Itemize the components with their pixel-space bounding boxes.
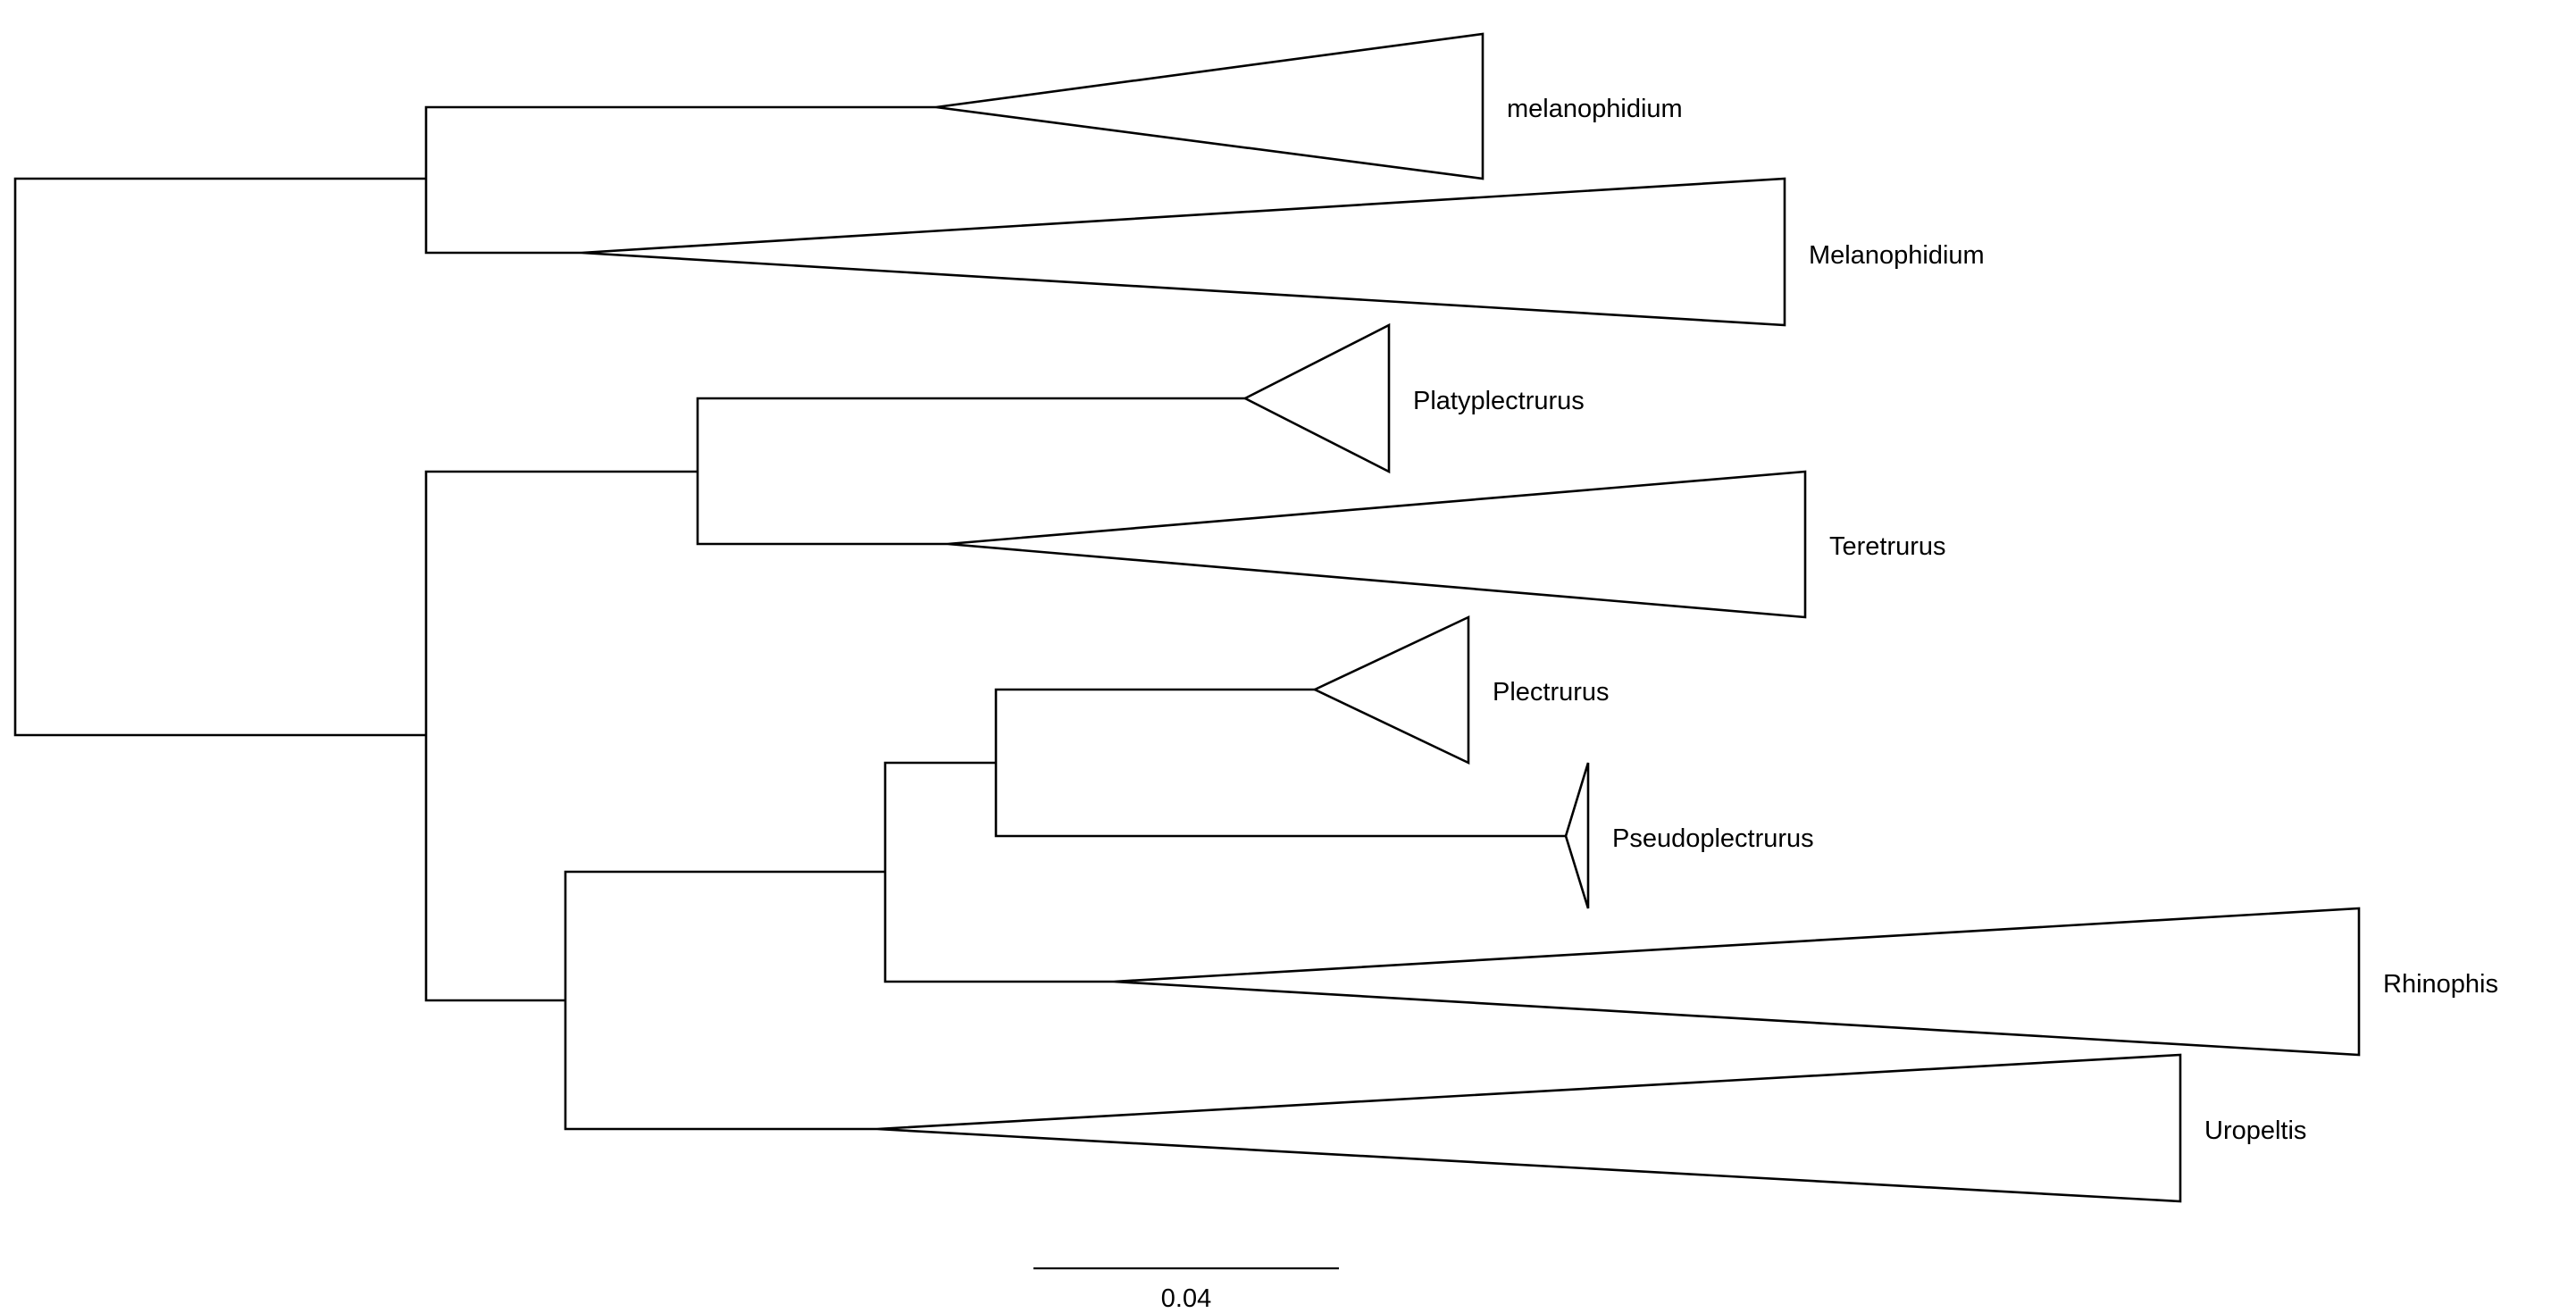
melanophidium-node-branch (424, 105, 936, 255)
platy-teretrurus-node-branch (696, 397, 1245, 546)
collapsed-clades (581, 32, 2361, 1203)
scale-bar: 0.04 (1033, 1267, 1339, 1313)
plectrurus-pseudo-node-branch (994, 688, 1566, 838)
label-rhinophis: Rhinophis (2383, 970, 2498, 999)
label-uropeltis: Uropeltis (2204, 1116, 2306, 1145)
tree-branches (13, 105, 1566, 1131)
label-melanophidium-lower: melanophidium (1507, 95, 1683, 123)
scale-bar-label: 0.04 (1161, 1284, 1211, 1313)
clade-triangle-plectrurus[interactable] (1311, 615, 1470, 765)
label-platyplectrurus: Platyplectrurus (1413, 387, 1585, 415)
label-teretrurus: Teretrurus (1829, 532, 1946, 561)
root-branch (13, 177, 426, 737)
clade-triangle-melanophidium-lower[interactable] (935, 32, 1485, 180)
clade-triangle-platyplectrurus[interactable] (1242, 322, 1391, 474)
clade-labels: melanophidium Melanophidium Platyplectru… (1413, 95, 2498, 1145)
main-node-branch (424, 470, 698, 1002)
clade-triangle-melanophidium-upper[interactable] (581, 177, 1786, 327)
label-melanophidium-upper: Melanophidium (1809, 241, 1985, 270)
clade-triangle-pseudoplectrurus[interactable] (1564, 762, 1590, 909)
rhinophis-uropeltis-node-branch (564, 870, 885, 1131)
clade-triangle-rhinophis[interactable] (1113, 907, 2361, 1057)
plectrurus-rhinophis-node-branch (883, 761, 1114, 983)
clade-triangle-teretrurus[interactable] (947, 470, 1807, 619)
label-plectrurus: Plectrurus (1493, 678, 1610, 707)
label-pseudoplectrurus: Pseudoplectrurus (1612, 824, 1814, 853)
clade-triangle-uropeltis[interactable] (876, 1053, 2182, 1203)
